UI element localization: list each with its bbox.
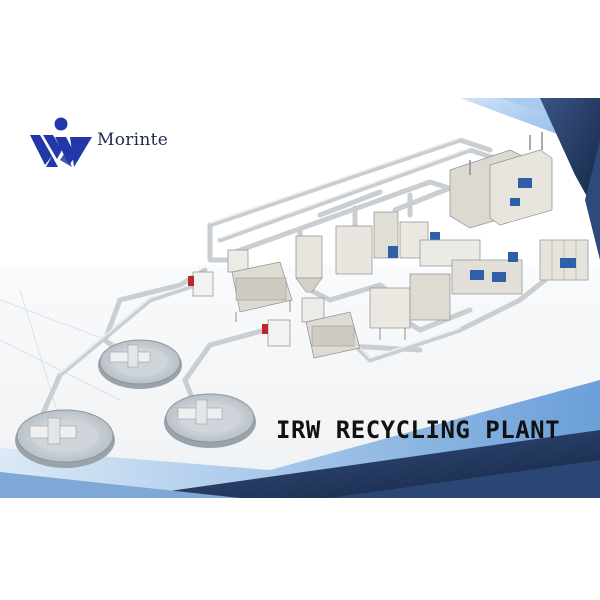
shredder-unit-left [227, 249, 293, 322]
storage-bins-right [539, 239, 589, 281]
pelletizing-building [449, 132, 553, 229]
shredder-unit-center [301, 297, 361, 359]
separation-tank-bottom-middle [164, 393, 256, 448]
cyclone-red-2 [262, 319, 291, 347]
cyclone-red-1 [188, 271, 214, 297]
silo-unit [295, 235, 323, 293]
separation-tank-bottom-left [15, 409, 115, 468]
wash-tower-group [335, 211, 440, 275]
extruder-line [419, 239, 523, 295]
dryer-unit [369, 273, 451, 340]
separation-tank-top [98, 339, 182, 389]
brand-name: Morinte [97, 130, 169, 150]
bottom-decoration [0, 380, 600, 498]
top-right-decoration [460, 98, 600, 260]
plant-title: IRW RECYCLING PLANT [276, 416, 561, 444]
morinte-w-logo-icon [30, 117, 92, 167]
